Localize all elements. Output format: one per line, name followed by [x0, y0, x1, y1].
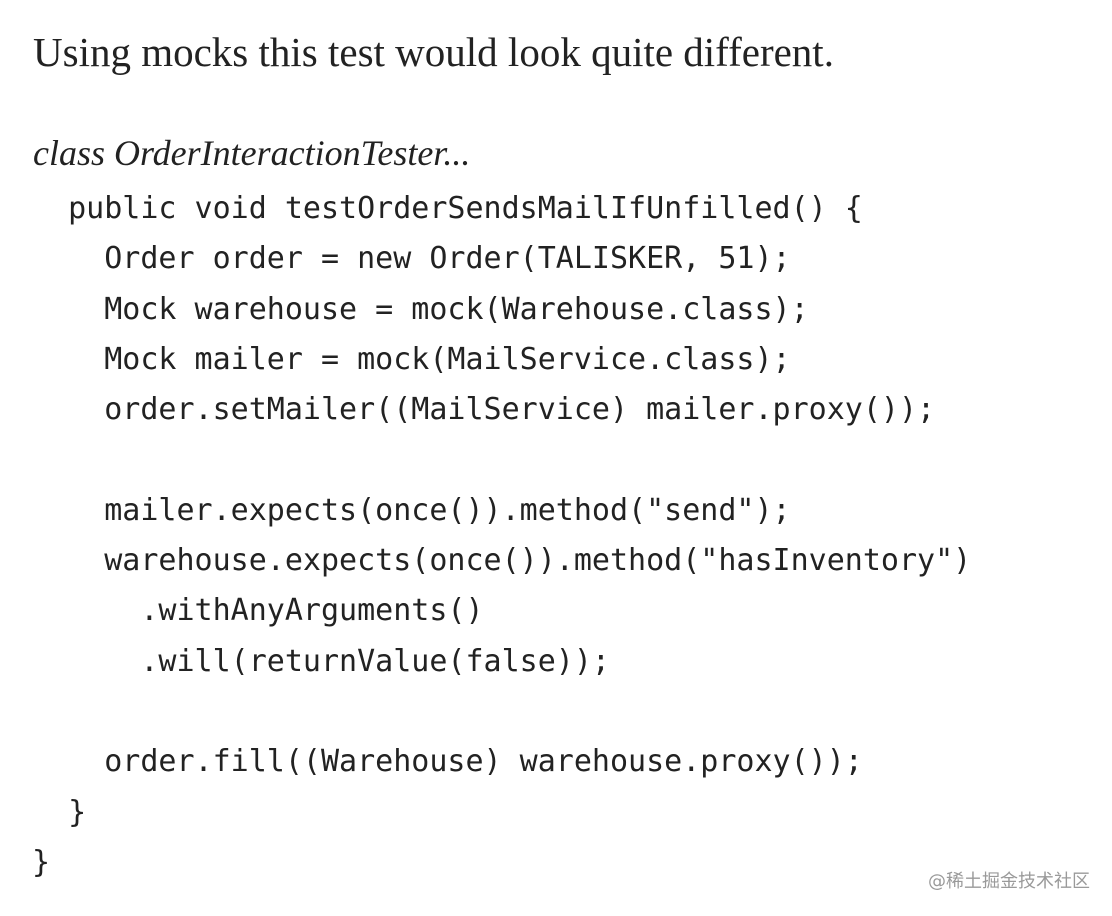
code-line: .withAnyArguments() — [32, 593, 484, 629]
code-line: Order order = new Order(TALISKER, 51); — [32, 241, 791, 277]
class-label: class OrderInteractionTester... — [33, 133, 471, 173]
code-line: order.fill((Warehouse) warehouse.proxy()… — [32, 744, 863, 780]
code-line: order.setMailer((MailService) mailer.pro… — [32, 392, 936, 428]
watermark-text: @稀土掘金技术社区 — [928, 871, 1090, 892]
code-line: Mock mailer = mock(MailService.class); — [32, 341, 791, 377]
code-line: warehouse.expects(once()).method("hasInv… — [32, 543, 972, 579]
code-line: } — [32, 794, 87, 830]
code-line: } — [32, 844, 51, 880]
code-block: public void testOrderSendsMailIfUnfilled… — [32, 184, 971, 888]
code-line — [32, 687, 971, 737]
code-line: mailer.expects(once()).method("send"); — [32, 492, 791, 528]
code-line: Mock warehouse = mock(Warehouse.class); — [32, 291, 809, 327]
intro-paragraph: Using mocks this test would look quite d… — [33, 29, 834, 75]
code-line: public void testOrderSendsMailIfUnfilled… — [32, 191, 863, 226]
code-line: .will(returnValue(false)); — [32, 643, 610, 679]
code-line — [32, 435, 971, 485]
